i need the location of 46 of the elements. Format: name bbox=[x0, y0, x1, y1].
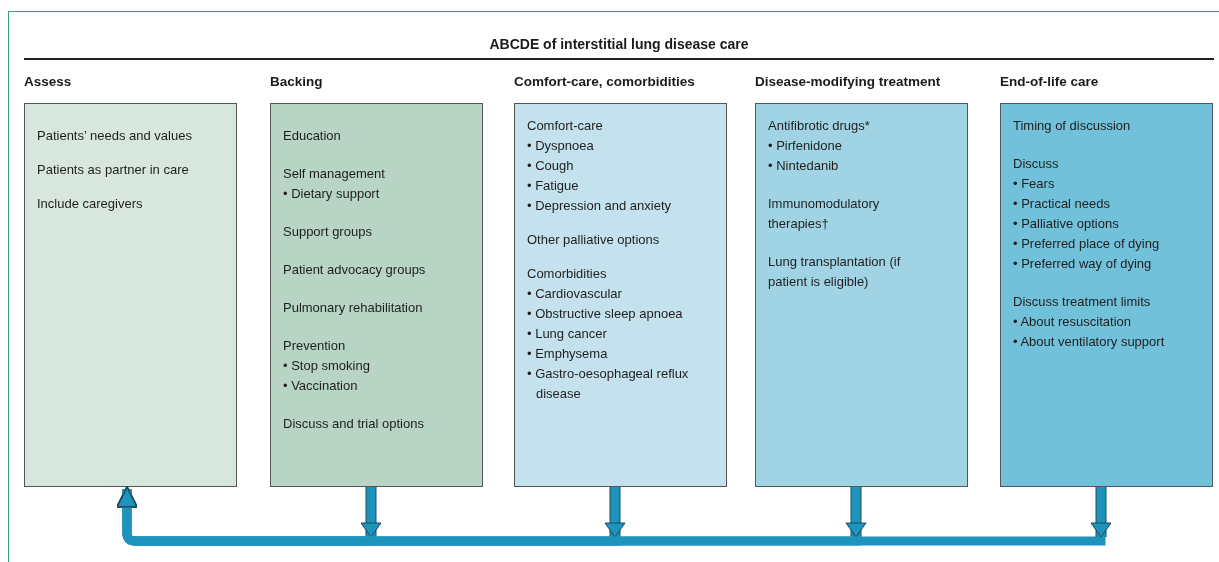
list-heading: Self management bbox=[283, 165, 386, 183]
bullet-item: • Fears bbox=[1013, 175, 1056, 193]
list-heading: Include caregivers bbox=[37, 195, 144, 213]
list-heading: Discuss and trial options bbox=[283, 415, 425, 433]
bullet-item: • Emphysema bbox=[527, 345, 609, 363]
bullet-item: • Pirfenidone bbox=[768, 137, 843, 155]
bullet-item: • Gastro-oesophageal reflux disease bbox=[527, 365, 690, 403]
list-heading: Immunomodulatory therapies† bbox=[768, 195, 881, 233]
column-heading: Comfort-care, comorbidities bbox=[514, 73, 695, 91]
list-heading: Antifibrotic drugs* bbox=[768, 117, 871, 135]
list-heading: Timing of discussion bbox=[1013, 117, 1132, 135]
column-heading: End-of-life care bbox=[1000, 73, 1099, 91]
bullet-item: • Fatigue bbox=[527, 177, 580, 195]
column-heading: Backing bbox=[270, 73, 323, 91]
list-heading: Comorbidities bbox=[527, 265, 608, 283]
list-heading: Education bbox=[283, 127, 342, 145]
bullet-item: • Nintedanib bbox=[768, 157, 840, 175]
list-heading: Comfort-care bbox=[527, 117, 604, 135]
bullet-item: • Dyspnoea bbox=[527, 137, 595, 155]
bullet-item: • Practical needs bbox=[1013, 195, 1112, 213]
list-heading: Discuss bbox=[1013, 155, 1060, 173]
bullet-item: • Preferred place of dying bbox=[1013, 235, 1161, 253]
list-heading: Patient advocacy groups bbox=[283, 261, 427, 279]
list-heading: Support groups bbox=[283, 223, 373, 241]
bullet-item: • Depression and anxiety bbox=[527, 197, 673, 215]
bullet-item: • Vaccination bbox=[283, 377, 359, 395]
list-heading: Patients’ needs and values bbox=[37, 127, 193, 145]
list-heading: Discuss treatment limits bbox=[1013, 293, 1152, 311]
column-heading: Disease-modifying treatment bbox=[755, 73, 941, 91]
bullet-item: • Preferred way of dying bbox=[1013, 255, 1153, 273]
list-heading: Prevention bbox=[283, 337, 347, 355]
list-heading: Patients as partner in care bbox=[37, 161, 190, 179]
bullet-item: • Obstructive sleep apnoea bbox=[527, 305, 684, 323]
diagram-title: ABCDE of interstitial lung disease care bbox=[489, 36, 749, 52]
bullet-item: • Lung cancer bbox=[527, 325, 608, 343]
bullet-item: • Cough bbox=[527, 157, 575, 175]
list-heading: Other palliative options bbox=[527, 231, 661, 249]
bullet-item: • About resuscitation bbox=[1013, 313, 1132, 331]
bullet-item: • Dietary support bbox=[283, 185, 381, 203]
bullet-item: • About ventilatory support bbox=[1013, 333, 1166, 351]
list-heading: Lung transplantation (if patient is eligible) bbox=[768, 253, 902, 291]
list-heading: Pulmonary rehabilitation bbox=[283, 299, 424, 317]
column-heading: Assess bbox=[24, 73, 72, 91]
bullet-item: • Cardiovascular bbox=[527, 285, 623, 303]
bullet-item: • Palliative options bbox=[1013, 215, 1120, 233]
bullet-item: • Stop smoking bbox=[283, 357, 371, 375]
